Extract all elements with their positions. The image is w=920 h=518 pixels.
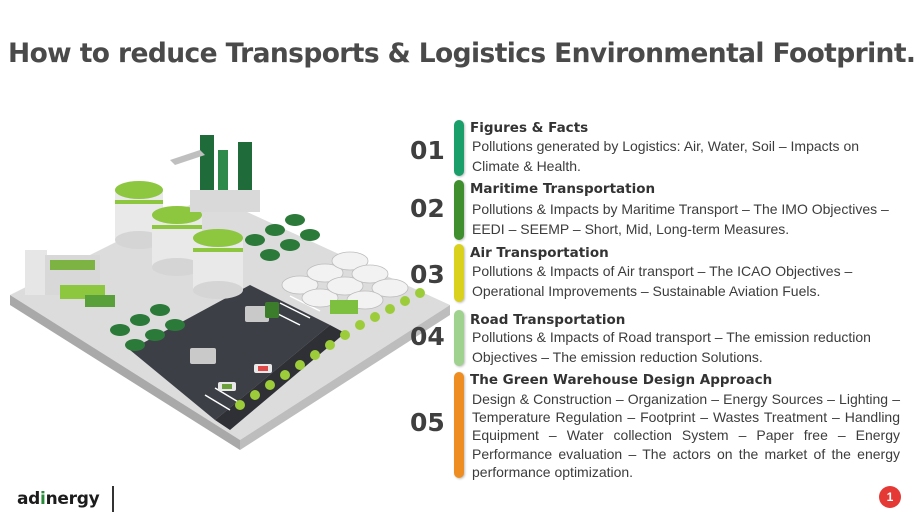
item-color-bar [454, 120, 464, 176]
agenda-item-01: 01 Figures & Facts Pollutions generated … [400, 118, 905, 178]
item-color-bar [454, 372, 464, 478]
item-heading: Air Transportation [470, 245, 609, 261]
agenda-item-02: 02 Maritime Transportation Pollutions & … [400, 180, 905, 242]
logo-text-suffix: nergy [45, 489, 100, 509]
agenda-item-05: 05 The Green Warehouse Design Approach D… [400, 370, 905, 482]
logo-divider [112, 486, 114, 512]
item-description: Pollutions & Impacts of Air transport – … [472, 263, 853, 299]
item-heading: Road Transportation [470, 312, 626, 328]
item-color-bar [454, 180, 464, 240]
logo-text-prefix: ad [17, 489, 41, 509]
item-description: Pollutions & Impacts of Road transport –… [472, 329, 871, 365]
item-description: Pollutions & Impacts by Maritime Transpo… [472, 201, 889, 237]
item-heading: Figures & Facts [470, 120, 589, 136]
item-description: Pollutions generated by Logistics: Air, … [472, 138, 860, 174]
item-number: 02 [410, 194, 445, 223]
item-color-bar [454, 244, 464, 302]
item-number: 04 [410, 322, 445, 351]
item-number: 03 [410, 260, 445, 289]
page-number-badge: 1 [879, 486, 901, 508]
adinergy-logo: adinergy [17, 489, 100, 509]
item-heading: Maritime Transportation [470, 181, 656, 197]
item-description: Design & Construction – Organization – E… [472, 391, 900, 480]
logo-text-i: i [40, 489, 46, 509]
green-logistics-park-illustration [10, 135, 450, 450]
agenda-item-04: 04 Road Transportation Pollutions & Impa… [400, 310, 905, 368]
item-number: 01 [410, 136, 445, 165]
page-title: How to reduce Transports & Logistics Env… [8, 38, 916, 69]
item-color-bar [454, 310, 464, 366]
agenda-item-03: 03 Air Transportation Pollutions & Impac… [400, 244, 905, 306]
item-heading: The Green Warehouse Design Approach [470, 372, 773, 388]
item-number: 05 [410, 408, 445, 437]
